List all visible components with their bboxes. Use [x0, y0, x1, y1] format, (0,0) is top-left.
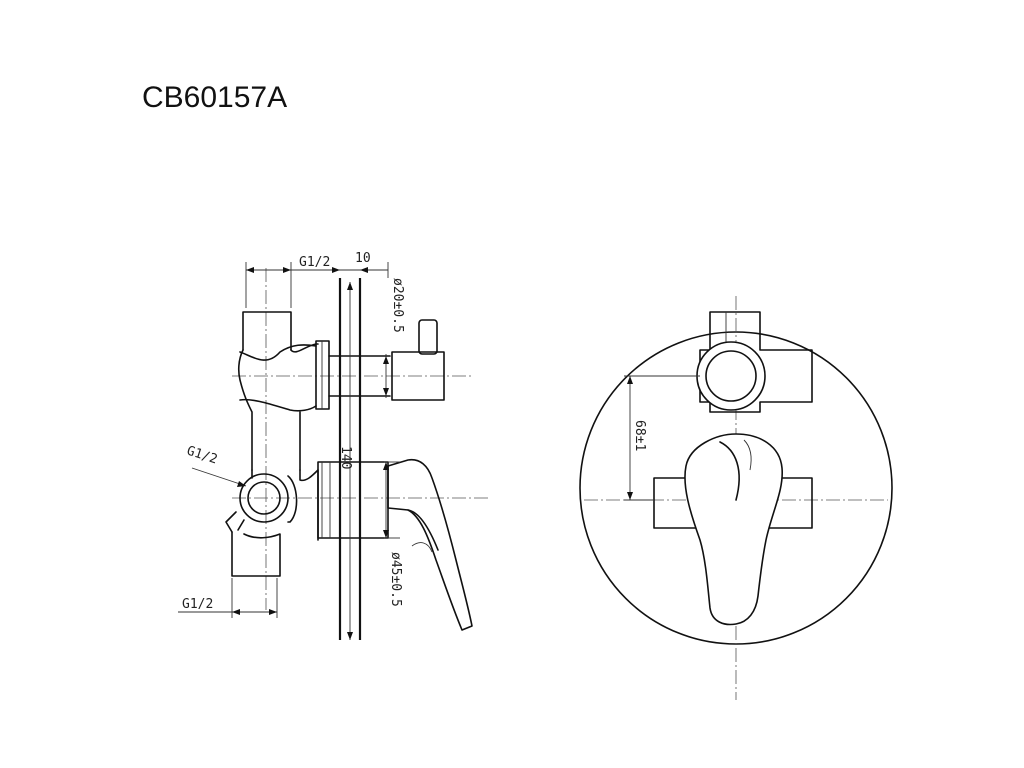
diverter-knob-front-outer — [696, 341, 766, 411]
arrow-d45-top — [383, 462, 389, 470]
dim-top-g-label: G1/2 — [299, 255, 330, 270]
lower-collar — [317, 461, 389, 539]
dim-68-label: 68±1 — [632, 420, 647, 451]
dim-bottom-g-label: G1/2 — [182, 597, 213, 612]
dim-d20-label: ø20±0.5 — [390, 278, 405, 333]
side-outlet-body — [287, 475, 298, 523]
lever-front-highlight — [719, 441, 740, 501]
diverter-knob-pin — [418, 319, 438, 355]
arrow-d20-bot — [383, 388, 389, 396]
lever-handle-inner — [407, 509, 439, 551]
side-outlet-outer — [239, 473, 289, 523]
lever-handle — [387, 458, 473, 631]
arrow-bottom-g-left — [232, 609, 240, 615]
arrow-d45-bot — [383, 530, 389, 538]
diverter-knob — [391, 351, 445, 401]
arrow-ten-right — [360, 267, 368, 273]
arrow-68-top — [627, 376, 633, 384]
front-view: 68±1 — [579, 296, 893, 700]
dim-ten-label: 10 — [355, 251, 371, 266]
arrow-68-bot — [627, 492, 633, 500]
lever-handle-tip — [411, 542, 433, 553]
bottom-inlet — [231, 531, 281, 577]
arrow-ten-left — [332, 267, 340, 273]
arrow-left-g — [237, 481, 246, 487]
arrow-top-g-right — [283, 267, 291, 273]
lower-body — [251, 469, 319, 541]
bottom-elbow — [225, 511, 245, 533]
side-outlet-inner — [247, 481, 281, 515]
dim-d45-label: ø45±0.5 — [388, 552, 403, 607]
side-view: G1/2 10 ø20±0.5 140 ø45±0.5 G1/2 G1/2 — [178, 251, 488, 640]
dim-left-g-label: G1/2 — [185, 444, 219, 468]
lever-front — [684, 433, 783, 626]
top-inlet — [242, 311, 292, 351]
arrow-top-g-left — [246, 267, 254, 273]
arrow-140-bot — [347, 632, 353, 640]
model-number: CB60157A — [142, 81, 287, 114]
lever-front-ridge — [743, 439, 752, 471]
diverter-knob-front-inner — [705, 350, 757, 402]
dim-140-label: 140 — [338, 446, 353, 469]
arrow-d20-top — [383, 356, 389, 364]
arrow-bottom-g-right — [269, 609, 277, 615]
upper-collar — [315, 340, 330, 410]
valve-body-shoulder — [239, 344, 317, 412]
dim-left-g-leader — [191, 467, 247, 487]
diverter-housing — [699, 311, 813, 413]
arrow-140-top — [347, 282, 353, 290]
